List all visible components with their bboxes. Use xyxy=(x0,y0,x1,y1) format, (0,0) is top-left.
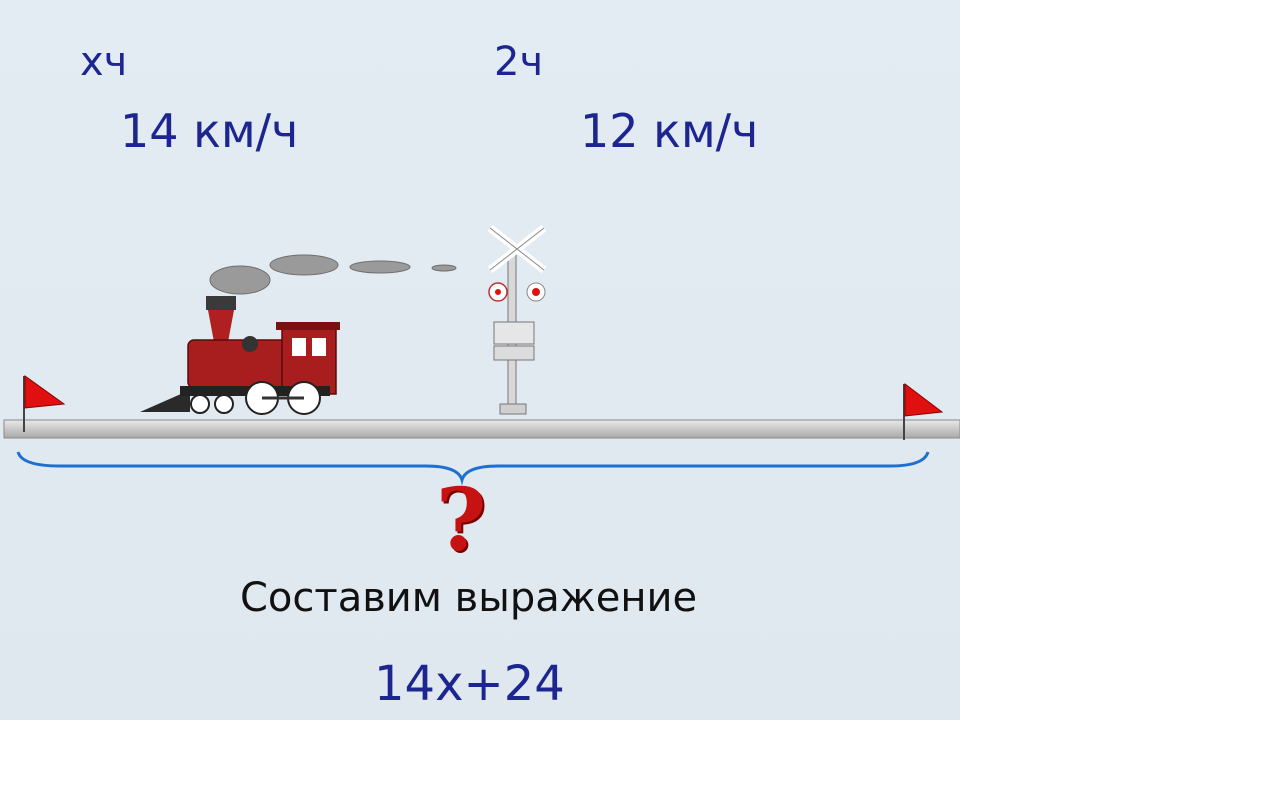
red-flag-icon xyxy=(903,382,944,440)
caption-text: Составим выражение xyxy=(240,575,698,621)
smoke-puffs xyxy=(209,254,457,295)
scene-background xyxy=(0,0,960,720)
question-mark-icon: ? xyxy=(436,470,487,571)
locomotive-icon xyxy=(140,296,340,415)
time-left-label: хч xyxy=(80,39,128,85)
scene: хч 2ч 14 км/ч 12 км/ч ? Составим выражен… xyxy=(0,0,960,720)
speed-left-label: 14 км/ч xyxy=(120,104,299,158)
answer-expression: 14х+24 xyxy=(374,656,565,712)
time-right-label: 2ч xyxy=(494,39,544,85)
speed-right-label: 12 км/ч xyxy=(580,104,759,158)
red-flag-icon xyxy=(23,375,66,432)
railway-track xyxy=(3,419,960,439)
railroad-crossing-sign-icon xyxy=(487,224,547,415)
curly-brace-icon xyxy=(16,451,930,486)
